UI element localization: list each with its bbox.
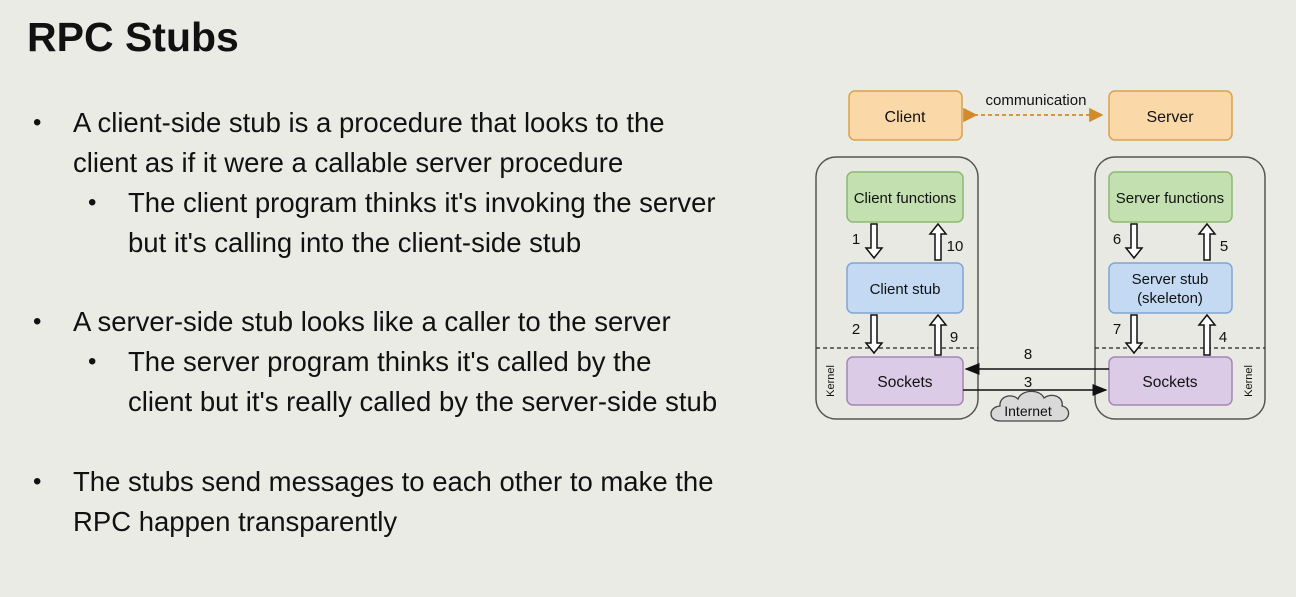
arrow-step-5 <box>1197 222 1217 261</box>
bullet-line: The client program thinks it's invoking … <box>128 187 716 218</box>
client-label: Client <box>885 109 926 126</box>
server-sockets-box <box>1108 356 1233 406</box>
bullet-line: RPC happen transparently <box>73 506 398 537</box>
slide-title: RPC Stubs <box>27 14 239 60</box>
bullet-line: client as if it were a callable server p… <box>73 147 624 178</box>
arrow-step-2 <box>864 314 884 355</box>
bullet-line: A server-side stub looks like a caller t… <box>73 306 671 337</box>
bullet-line: client but it's really called by the ser… <box>128 386 718 417</box>
client-box <box>848 90 963 141</box>
internet-label: Internet <box>1004 403 1052 419</box>
server-stub-label-line2: (skeleton) <box>1137 290 1203 307</box>
step-label-8: 8 <box>1024 346 1032 363</box>
bullet-marker: • <box>33 308 42 335</box>
server-box <box>1108 90 1233 141</box>
arrow-step-1 <box>864 223 884 260</box>
step-label-3: 3 <box>1024 374 1032 391</box>
bullet-item: The stubs send messages to each other to… <box>73 462 714 542</box>
arrow-step-10 <box>928 222 948 261</box>
communication-label: communication <box>986 92 1087 109</box>
server-stub-box <box>1108 262 1233 314</box>
internet-cloud-icon <box>990 390 1070 422</box>
bullet-line: A client-side stub is a procedure that l… <box>73 107 665 138</box>
server-functions-label: Server functions <box>1116 190 1224 207</box>
step-label-9: 9 <box>950 329 958 346</box>
server-stub-label-line1: Server stub <box>1132 271 1209 288</box>
step-label-6: 6 <box>1113 231 1121 248</box>
bullet-line: The server program thinks it's called by… <box>128 346 652 377</box>
client-functions-box <box>846 171 964 223</box>
bullet-item: A client-side stub is a procedure that l… <box>73 103 665 183</box>
arrow-step-7 <box>1124 314 1144 355</box>
client-functions-label: Client functions <box>854 190 957 207</box>
server-functions-box <box>1108 171 1233 223</box>
step-label-5: 5 <box>1220 238 1228 255</box>
bullet-marker: • <box>33 109 42 136</box>
step-label-4: 4 <box>1219 329 1227 346</box>
bullet-item: The client program thinks it's invoking … <box>128 183 716 263</box>
arrow-step-4 <box>1197 313 1217 356</box>
bullet-item: The server program thinks it's called by… <box>128 342 717 422</box>
bullet-line: but it's calling into the client-side st… <box>128 227 582 258</box>
bullet-item: A server-side stub looks like a caller t… <box>73 302 671 342</box>
step-label-10: 10 <box>947 238 964 255</box>
kernel-label-server: Kernel <box>1243 365 1255 397</box>
arrow-step-9 <box>928 313 948 356</box>
kernel-label-client: Kernel <box>825 365 837 397</box>
bullet-marker: • <box>88 348 97 375</box>
client-stub-label: Client stub <box>870 281 941 298</box>
bullet-line: The stubs send messages to each other to… <box>73 466 714 497</box>
bullet-marker: • <box>88 189 97 216</box>
server-sockets-label: Sockets <box>1142 374 1197 391</box>
step-label-7: 7 <box>1113 321 1121 338</box>
bullet-list: • A client-side stub is a procedure that… <box>33 103 717 542</box>
client-sockets-box <box>846 356 964 406</box>
bullet-marker: • <box>33 468 42 495</box>
client-stub-box <box>846 262 964 314</box>
arrow-step-6 <box>1124 223 1144 260</box>
rpc-diagram: Client Server communication Client funct… <box>815 90 1266 422</box>
server-label: Server <box>1146 109 1194 126</box>
step-label-1: 1 <box>852 231 860 248</box>
step-label-2: 2 <box>852 321 860 338</box>
client-sockets-label: Sockets <box>877 374 932 391</box>
